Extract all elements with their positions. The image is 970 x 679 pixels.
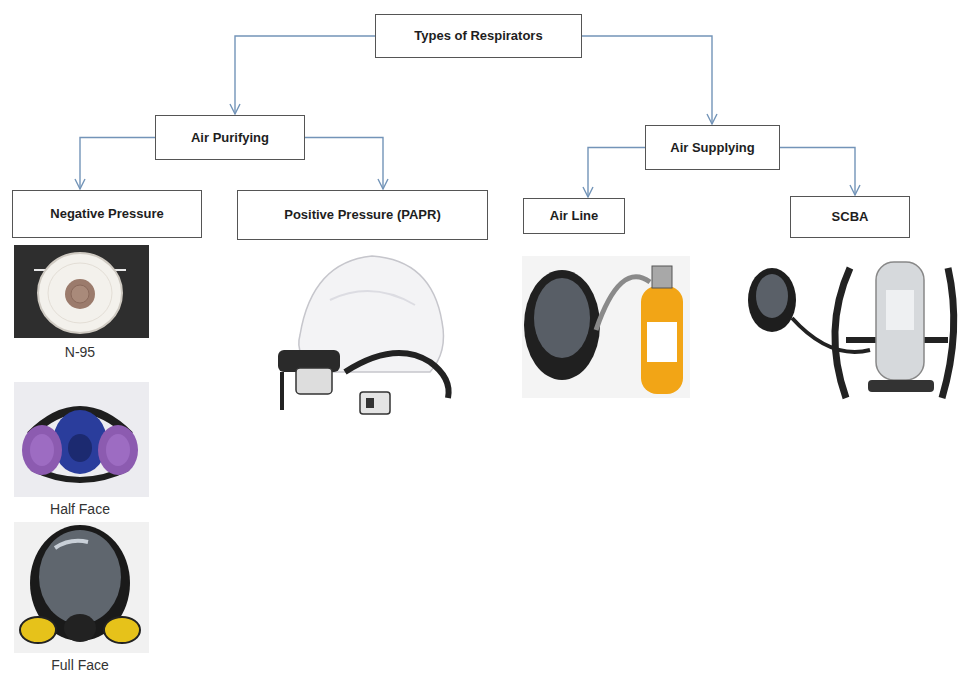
box-label: Negative Pressure (50, 206, 163, 222)
box-label: Positive Pressure (PAPR) (284, 207, 441, 223)
n95-picture (14, 245, 149, 338)
half-face-picture (14, 382, 149, 497)
connector-arrow (582, 36, 712, 124)
air-line-picture (522, 256, 690, 398)
box-label: Air Purifying (191, 130, 269, 146)
box-label: SCBA (832, 209, 869, 225)
category-box: Negative Pressure (12, 190, 202, 238)
connector-arrow (80, 138, 155, 190)
category-box: Air Supplying (645, 125, 780, 170)
box-label: Air Supplying (670, 140, 755, 156)
category-box: Air Purifying (155, 115, 305, 160)
full-face-picture (14, 522, 149, 653)
connector-arrow (305, 138, 383, 190)
picture-caption: Half Face (50, 501, 110, 518)
category-box: Air Line (523, 198, 625, 234)
picture-caption: Full Face (51, 657, 109, 674)
box-label: Air Line (550, 208, 598, 224)
category-box: SCBA (790, 196, 910, 238)
papr-picture (278, 256, 449, 414)
scba-picture (748, 262, 954, 398)
category-box: Types of Respirators (375, 14, 582, 58)
picture-caption: N-95 (65, 344, 95, 361)
connector-arrow (588, 148, 645, 198)
category-box: Positive Pressure (PAPR) (237, 190, 488, 240)
connector-arrow (780, 148, 855, 196)
connector-arrow (235, 36, 375, 114)
box-label: Types of Respirators (414, 28, 542, 44)
